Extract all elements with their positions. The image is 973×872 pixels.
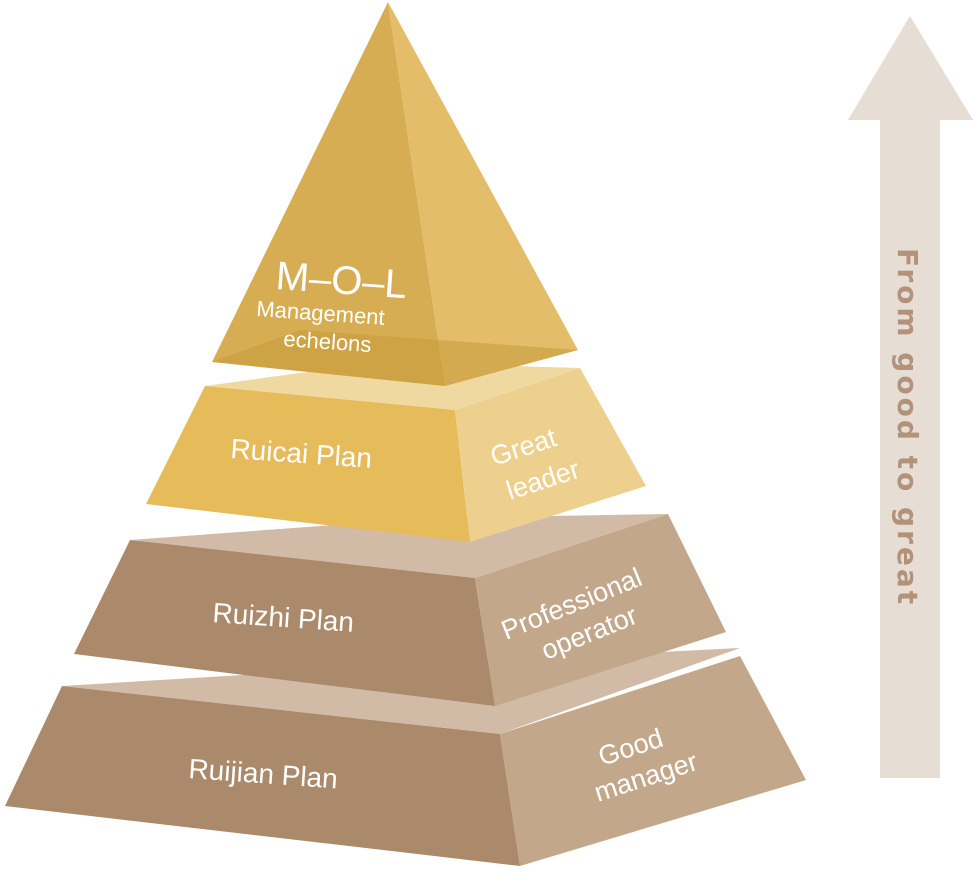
arrow-label: From good to great [891,248,924,607]
growth-arrow: From good to great [848,16,973,778]
tier-bottom-front-face [5,686,520,866]
tier-second: Ruizhi Plan Professional operator [74,514,726,706]
tier-bottom-side-face [500,656,806,866]
apex-front-face [212,2,445,386]
tier-third: Ruicai Plan Great leader [146,362,646,542]
tier-third-side-face [455,368,646,542]
apex-subtitle-line2: echelons [283,326,373,357]
tier-second-front-face [74,540,495,706]
pyramid-apex: M–O–L Management echelons [212,2,578,386]
arrow-head [848,16,973,778]
tier-second-side-face [475,514,726,706]
tier-third-front-face [146,386,470,542]
apex-side-face [388,2,578,386]
tier-second-top-face [130,514,668,578]
apex-base-shadow [212,330,578,386]
apex-title: M–O–L [274,254,408,307]
